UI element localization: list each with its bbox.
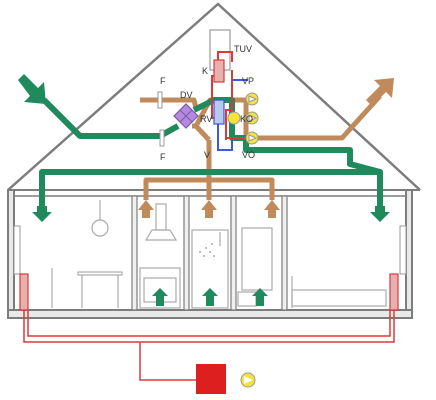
filter-icon	[157, 91, 163, 109]
interior-wall-2	[183, 195, 190, 311]
toilet-tank	[241, 227, 273, 291]
window-left	[13, 225, 21, 275]
label-tuv: TUV	[234, 44, 252, 54]
label-ko: KO	[240, 114, 253, 124]
extract-vent-icon	[264, 200, 280, 218]
bed-frame	[291, 289, 387, 307]
radiator-icon	[19, 273, 29, 311]
supply-ceiling-duct	[39, 169, 380, 210]
label-v: V	[204, 150, 210, 160]
exhaust-duct-to-exchanger	[192, 123, 211, 142]
house-structure	[7, 2, 421, 319]
pump-arrow-ko	[248, 114, 258, 122]
supply-intake-duct	[41, 97, 180, 139]
stove	[139, 267, 181, 309]
pump-arrow-vo	[248, 134, 258, 142]
fresh-air-inlet-arrow-icon	[18, 74, 46, 104]
extract-vent-icon	[201, 200, 217, 218]
pump-arrow-vp	[248, 95, 258, 103]
table-top	[77, 271, 123, 276]
shower-water	[199, 243, 215, 257]
floor-outlets	[152, 288, 268, 306]
interior-wall-1	[131, 195, 138, 311]
supply-vent-icon	[202, 288, 218, 306]
boiler-icon	[196, 364, 226, 394]
hot-pipe-to-tank	[217, 51, 233, 62]
radiator-icon	[389, 273, 399, 311]
outer-wall-left	[7, 189, 15, 317]
supply-vents	[32, 206, 390, 222]
label-k: K	[202, 66, 208, 76]
supply-main-loop	[243, 138, 383, 210]
cold-pipe	[217, 118, 233, 151]
pump-icon	[227, 111, 241, 125]
radiator-loop-outer	[23, 310, 395, 343]
labels: TUV K VP F DV RV KO F V VO	[160, 44, 255, 162]
ceiling-lamp	[91, 219, 109, 237]
label-vp: VP	[242, 76, 254, 86]
kitchen-hood-duct	[155, 203, 167, 231]
label-rv: RV	[200, 114, 212, 124]
window-right	[399, 225, 407, 275]
filter-icon	[159, 129, 165, 147]
shower-cabin	[191, 229, 229, 309]
pumps	[227, 92, 259, 145]
extract-vent-icon	[138, 200, 154, 218]
supply-vent-icon	[252, 288, 268, 306]
boiler-pump-arrow	[244, 376, 253, 384]
filters	[157, 91, 165, 147]
label-dv: DV	[180, 90, 193, 100]
heat-exchanger-v	[213, 99, 225, 125]
label-vo: VO	[242, 150, 255, 160]
heat-recovery-diagonal-2	[179, 109, 193, 123]
label-f-bottom: F	[160, 152, 166, 162]
supply-vent-icon	[32, 206, 52, 222]
interior-wall-3	[230, 195, 237, 311]
label-f-top: F	[160, 76, 166, 86]
floor-slab	[7, 309, 413, 319]
radiator-loop-inner	[27, 310, 391, 337]
supply-vent-icon	[152, 288, 168, 306]
boiler-loop	[139, 342, 196, 381]
furniture	[51, 200, 387, 309]
extract-vents	[138, 200, 280, 218]
toilet-bowl	[237, 291, 257, 307]
heating-circuit	[23, 310, 395, 381]
interior-wall-4	[281, 195, 288, 311]
supply-vent-icon	[370, 206, 390, 222]
kitchen-hood	[144, 229, 178, 241]
hot-supply-pipe	[225, 70, 233, 140]
outer-wall-right	[405, 189, 413, 317]
heat-exchanger-k	[213, 59, 225, 83]
exhaust-outlet-arrow-icon	[366, 78, 394, 106]
